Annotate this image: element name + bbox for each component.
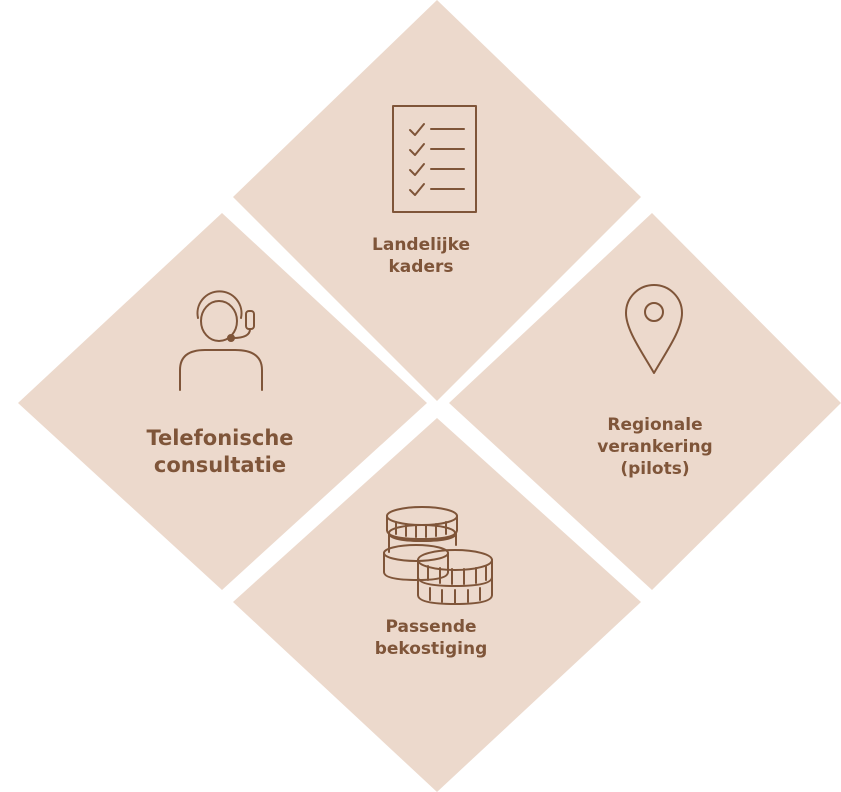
tile-right — [449, 213, 841, 590]
tile-top — [233, 0, 641, 401]
label-line: Landelijke — [372, 235, 470, 255]
label-line: Regionale — [607, 415, 703, 435]
headset-person-icon — [179, 290, 263, 391]
label-line: Passende — [385, 617, 477, 637]
label-regionale-verankering: Regionale verankering (pilots) — [565, 414, 745, 480]
tile-left — [18, 213, 427, 590]
label-line: consultatie — [153, 453, 287, 478]
label-line: bekostiging — [374, 639, 488, 660]
tile-bottom — [233, 418, 641, 792]
location-pin-icon — [625, 284, 683, 374]
checklist-icon — [392, 105, 477, 213]
label-telefonische-consultatie: Telefonische consultatie — [120, 425, 320, 480]
label-line: verankering — [597, 437, 713, 458]
coins-icon — [383, 506, 493, 605]
label-line: kaders — [388, 257, 454, 278]
label-line: (pilots) — [620, 459, 690, 480]
label-line: Telefonische — [146, 426, 294, 450]
label-passende-bekostiging: Passende bekostiging — [346, 616, 516, 660]
label-landelijke-kaders: Landelijke kaders — [336, 234, 506, 278]
